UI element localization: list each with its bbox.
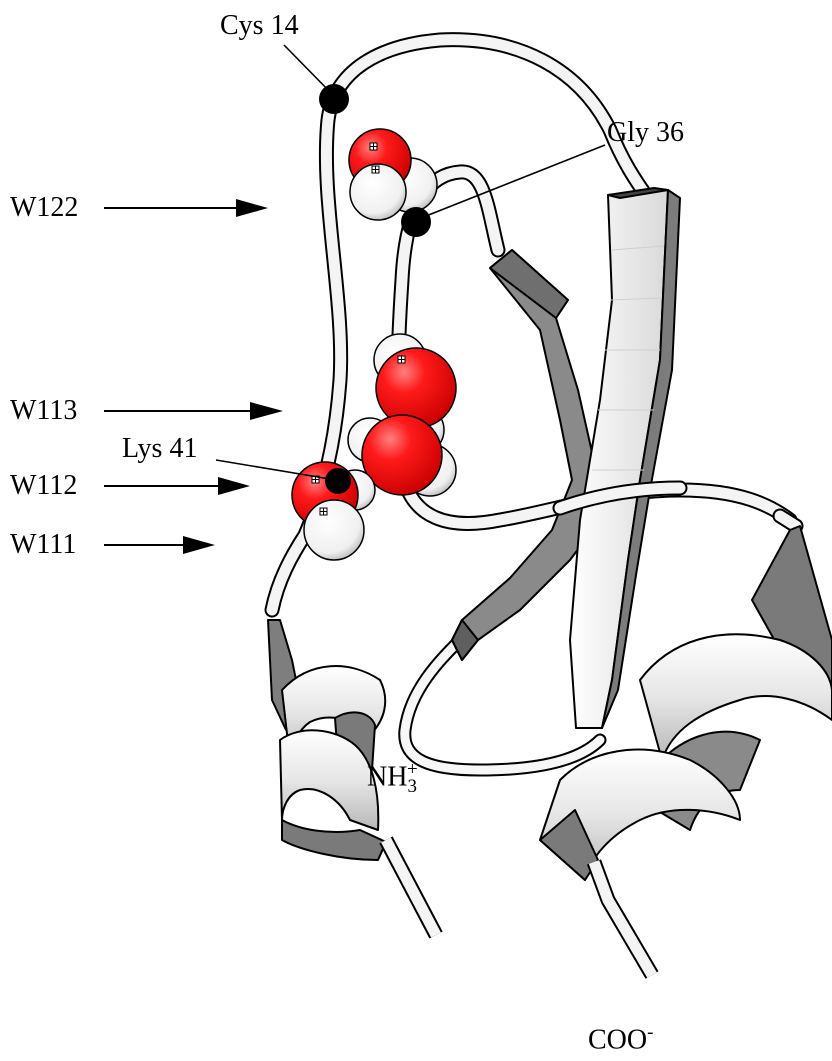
w111-arrow	[104, 536, 215, 554]
oxygen-atom	[376, 348, 456, 428]
water-w122	[349, 129, 437, 220]
label-gly36: Gly 36	[607, 119, 684, 147]
label-lys41: Lys 41	[122, 435, 197, 463]
n-terminus-base: NH	[367, 761, 407, 792]
label-cys14: Cys 14	[220, 12, 299, 40]
water-molecules	[292, 129, 456, 560]
n-terminus-charge: +	[407, 759, 418, 780]
beta-strands	[452, 188, 680, 728]
label-w111: W111	[10, 531, 76, 559]
c-terminus-base: COO	[588, 1024, 647, 1055]
n-terminus-label: NH3+	[367, 760, 418, 796]
label-w112: W112	[10, 472, 77, 500]
label-w113: W113	[10, 397, 77, 425]
lys41-marker	[325, 468, 351, 494]
label-w122: W122	[10, 194, 78, 222]
w122-arrow	[104, 199, 268, 217]
label-arrows	[104, 199, 283, 554]
hydrogen-atom	[304, 500, 364, 560]
c-terminus-charge: -	[647, 1022, 653, 1043]
gly36-marker	[401, 207, 431, 237]
cys14-marker	[319, 84, 349, 114]
w113-arrow	[104, 402, 283, 420]
w112-arrow	[104, 477, 250, 495]
c-terminus-label: COO-	[588, 1023, 653, 1054]
